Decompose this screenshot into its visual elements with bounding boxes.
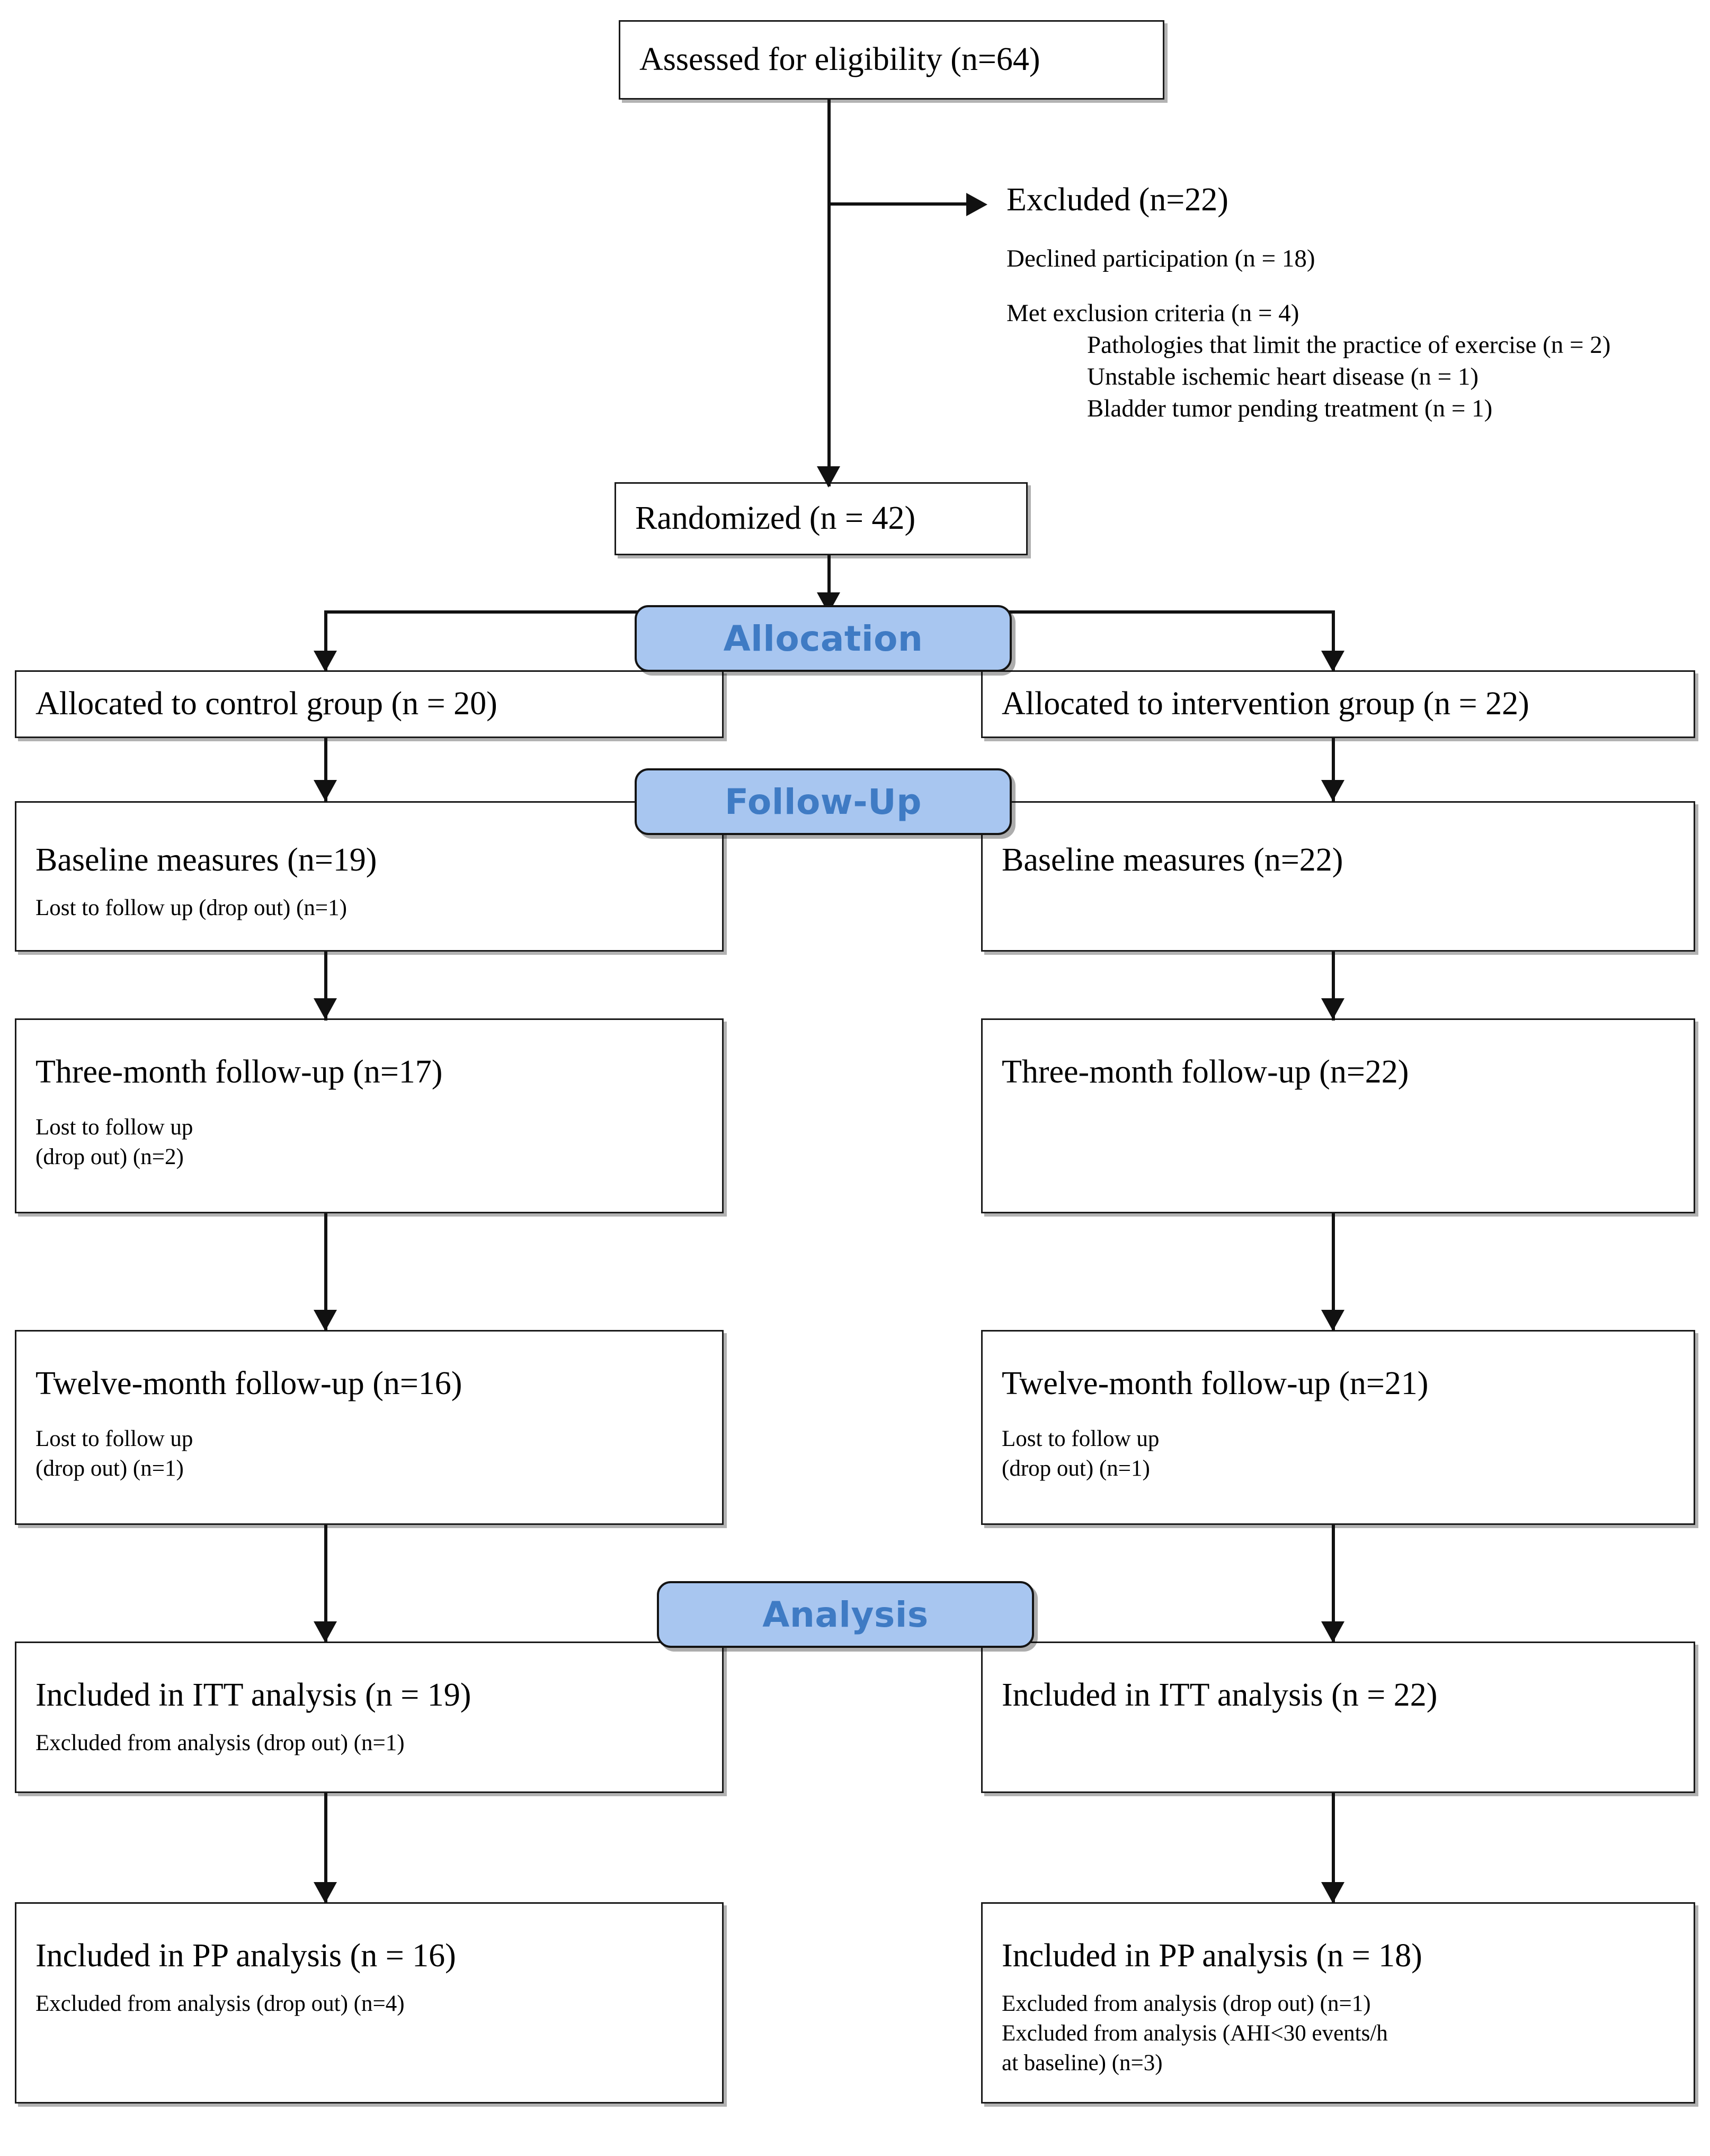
intervention-twelve-month-note-line2: (drop out) (n=1) [1002,1456,1150,1481]
control-twelve-month-note-line1: Lost to follow up [35,1426,193,1452]
control-pp-box: Included in PP analysis (n = 16) Exclude… [15,1902,724,2104]
arrow-into-control-baseline [314,780,337,801]
intervention-itt-box: Included in ITT analysis (n = 22) [981,1642,1695,1793]
intervention-itt-label: Included in ITT analysis (n = 22) [1002,1677,1438,1713]
allocation-stage-badge: Allocation [635,605,1012,672]
excluded-reason-pathologies: Pathologies that limit the practice of e… [1087,331,1611,359]
intervention-twelve-month-box: Twelve-month follow-up (n=21) Lost to fo… [981,1330,1695,1525]
arrow-into-control-pp [314,1882,337,1903]
intervention-pp-note-line2: Excluded from analysis (AHI<30 events/h [1002,2021,1388,2046]
intervention-three-month-box: Three-month follow-up (n=22) [981,1018,1695,1213]
control-three-month-box: Three-month follow-up (n=17) Lost to fol… [15,1018,724,1213]
intervention-allocation-box: Allocated to intervention group (n = 22) [981,670,1695,738]
arrow-into-intervention-baseline [1321,780,1344,801]
control-baseline-box: Baseline measures (n=19) Lost to follow … [15,801,724,952]
excluded-heading: Excluded (n=22) [1007,182,1228,218]
excluded-block: Excluded (n=22) Declined participation (… [1007,180,1695,424]
connector-control-baseline-to-3m [324,952,327,1021]
control-three-month-note-line1: Lost to follow up [35,1115,193,1140]
control-allocation-label: Allocated to control group (n = 20) [35,686,497,722]
control-pp-label: Included in PP analysis (n = 16) [35,1938,456,1974]
assessed-for-eligibility-box: Assessed for eligibility (n=64) [619,20,1164,100]
arrow-into-randomized [817,466,840,487]
arrow-into-control-three-month [314,998,337,1019]
connector-control-alloc-to-baseline [324,738,327,803]
intervention-pp-note-line3: at baseline) (n=3) [1002,2050,1163,2075]
connector-randomized-down [827,555,831,610]
followup-stage-badge: Follow-Up [635,768,1012,835]
intervention-allocation-label: Allocated to intervention group (n = 22) [1002,686,1529,722]
control-three-month-note-line2: (drop out) (n=2) [35,1144,184,1170]
control-itt-label: Included in ITT analysis (n = 19) [35,1677,471,1713]
control-pp-note: Excluded from analysis (drop out) (n=4) [35,1991,405,2017]
randomized-box: Randomized (n = 42) [614,482,1028,555]
intervention-twelve-month-note-line1: Lost to follow up [1002,1426,1160,1452]
arrow-into-intervention-three-month [1321,998,1344,1019]
arrow-into-control-twelve-month [314,1310,337,1331]
arrow-into-excluded [966,193,987,216]
control-itt-note: Excluded from analysis (drop out) (n=1) [35,1731,405,1756]
control-twelve-month-box: Twelve-month follow-up (n=16) Lost to fo… [15,1330,724,1525]
connector-control-3m-to-12m [324,1213,327,1331]
followup-stage-label: Follow-Up [724,781,922,822]
intervention-pp-box: Included in PP analysis (n = 18) Exclude… [981,1902,1695,2104]
assessed-label: Assessed for eligibility (n=64) [639,41,1040,78]
arrow-into-intervention-allocation [1321,651,1344,672]
intervention-baseline-box: Baseline measures (n=22) [981,801,1695,952]
arrow-into-intervention-pp [1321,1882,1344,1903]
connector-control-12m-to-itt [324,1525,327,1643]
allocation-stage-label: Allocation [723,618,923,659]
analysis-stage-badge: Analysis [657,1581,1034,1648]
control-baseline-label: Baseline measures (n=19) [35,842,377,878]
control-three-month-label: Three-month follow-up (n=17) [35,1054,443,1090]
excluded-reason-ischemic: Unstable ischemic heart disease (n = 1) [1087,362,1479,391]
connector-control-itt-to-pp [324,1793,327,1903]
connector-intervention-baseline-to-3m [1332,952,1335,1021]
arrow-into-control-itt [314,1621,337,1643]
excluded-declined: Declined participation (n = 18) [1007,245,1315,273]
analysis-stage-label: Analysis [762,1594,929,1635]
connector-intervention-3m-to-12m [1332,1213,1335,1331]
arrow-into-intervention-twelve-month [1321,1310,1344,1331]
intervention-baseline-label: Baseline measures (n=22) [1002,842,1343,878]
connector-assessed-to-randomized [827,100,831,486]
excluded-met-criteria: Met exclusion criteria (n = 4) [1007,299,1299,327]
intervention-twelve-month-label: Twelve-month follow-up (n=21) [1002,1365,1429,1401]
control-allocation-box: Allocated to control group (n = 20) [15,670,724,738]
connector-intervention-itt-to-pp [1332,1793,1335,1903]
connector-intervention-alloc-to-baseline [1332,738,1335,803]
arrow-into-control-allocation [314,651,337,672]
connector-to-excluded [827,202,972,206]
control-twelve-month-label: Twelve-month follow-up (n=16) [35,1365,462,1401]
connector-intervention-12m-to-itt [1332,1525,1335,1643]
control-baseline-note: Lost to follow up (drop out) (n=1) [35,895,347,921]
excluded-reason-bladder: Bladder tumor pending treatment (n = 1) [1087,395,1493,423]
control-twelve-month-note-line2: (drop out) (n=1) [35,1456,184,1481]
connector-split-left [324,610,327,672]
randomized-label: Randomized (n = 42) [635,500,916,537]
control-itt-box: Included in ITT analysis (n = 19) Exclud… [15,1642,724,1793]
connector-split-right [1332,610,1335,672]
intervention-three-month-label: Three-month follow-up (n=22) [1002,1054,1409,1090]
intervention-pp-note-line1: Excluded from analysis (drop out) (n=1) [1002,1991,1371,2017]
arrow-into-intervention-itt [1321,1621,1344,1643]
intervention-pp-label: Included in PP analysis (n = 18) [1002,1938,1422,1974]
